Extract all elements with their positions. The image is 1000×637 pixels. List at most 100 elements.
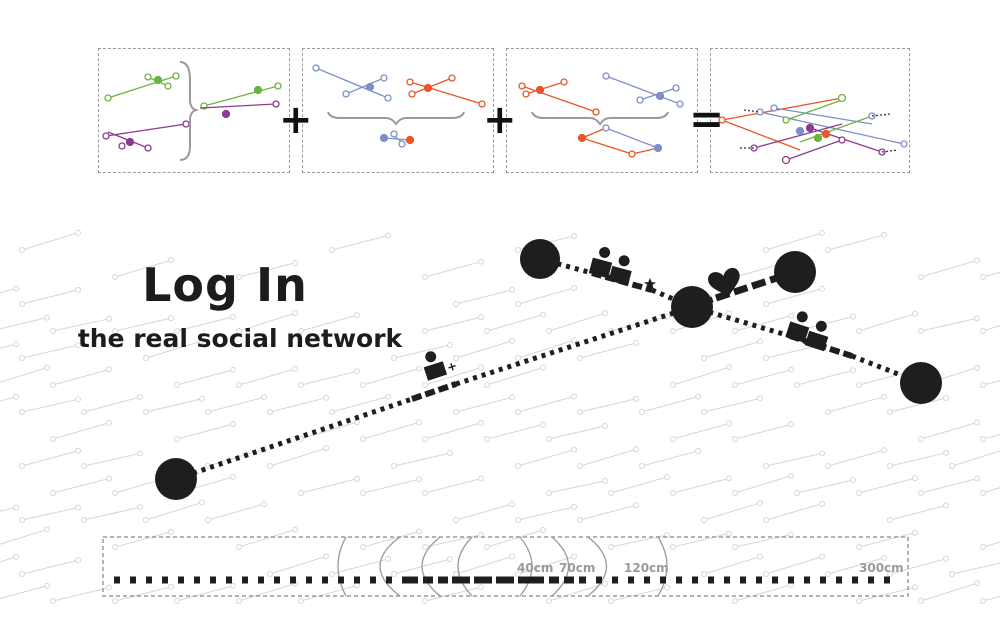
grid-node bbox=[664, 584, 670, 591]
grid-link bbox=[672, 533, 730, 548]
grid-node bbox=[670, 490, 676, 496]
grid-node bbox=[50, 436, 56, 442]
grid-node bbox=[974, 419, 980, 426]
grid-node bbox=[168, 583, 174, 590]
page-subtitle: the real social network bbox=[77, 324, 403, 353]
grid-link bbox=[486, 314, 544, 332]
grid-node bbox=[19, 517, 25, 523]
grid-node bbox=[236, 328, 242, 334]
plus-sign-1: + bbox=[279, 97, 313, 143]
grid-node bbox=[918, 490, 924, 496]
grid-node bbox=[980, 382, 986, 388]
grid-node bbox=[546, 598, 552, 604]
grid-link bbox=[0, 507, 17, 512]
grid-link bbox=[982, 433, 1000, 440]
grid-link bbox=[0, 317, 48, 330]
grid-link bbox=[424, 478, 482, 494]
grid-node bbox=[106, 475, 112, 482]
grid-node bbox=[608, 490, 614, 496]
grid-node bbox=[509, 501, 515, 508]
grid-node bbox=[385, 555, 391, 562]
couple-icon bbox=[785, 311, 829, 352]
grid-node bbox=[763, 463, 769, 469]
grid-node bbox=[819, 285, 825, 292]
grid-node bbox=[391, 355, 397, 361]
grid-node bbox=[540, 527, 546, 534]
grid-link bbox=[734, 475, 792, 494]
grid-node bbox=[794, 382, 800, 388]
grid-node bbox=[143, 355, 149, 361]
grid-node bbox=[515, 301, 521, 307]
grid-node bbox=[292, 260, 298, 267]
grid-node bbox=[478, 314, 484, 321]
grid-link bbox=[83, 396, 141, 413]
grid-node bbox=[19, 571, 25, 577]
grid-node bbox=[540, 421, 546, 428]
grid-link bbox=[982, 380, 1000, 386]
scale-label-70: 70cm bbox=[559, 561, 595, 575]
grid-link bbox=[982, 595, 1000, 602]
grid-node bbox=[788, 472, 794, 479]
grid-node bbox=[881, 554, 887, 561]
grid-node bbox=[608, 598, 614, 604]
grid-node bbox=[391, 463, 397, 469]
grid-link bbox=[734, 423, 792, 440]
grid-node bbox=[757, 553, 763, 560]
grid-link bbox=[765, 232, 823, 251]
grid-node bbox=[577, 463, 583, 469]
grid-link bbox=[238, 312, 296, 332]
grid-link bbox=[672, 477, 730, 494]
grid-node bbox=[726, 364, 732, 371]
grid-link bbox=[114, 531, 172, 548]
equals-sign: = bbox=[689, 94, 725, 143]
grid-node bbox=[168, 315, 174, 322]
grid-node bbox=[788, 366, 794, 373]
grid-node bbox=[819, 553, 825, 560]
grid-node bbox=[509, 337, 515, 344]
grid-link bbox=[83, 452, 141, 467]
grid-node bbox=[633, 446, 639, 453]
grid-link bbox=[517, 339, 575, 359]
grid-link bbox=[734, 369, 792, 386]
grid-node bbox=[732, 382, 738, 388]
grid-node bbox=[174, 382, 180, 388]
panel-mixed bbox=[506, 48, 698, 173]
grid-node bbox=[856, 382, 862, 388]
grid-link bbox=[517, 395, 575, 413]
grid-node bbox=[75, 342, 81, 349]
grid-node bbox=[422, 598, 428, 604]
grid-node bbox=[360, 490, 366, 496]
grid-link bbox=[920, 478, 978, 494]
grid-link bbox=[548, 425, 606, 440]
grid-node bbox=[298, 490, 304, 496]
grid-link bbox=[734, 315, 792, 332]
grid-link bbox=[176, 369, 234, 386]
grid-node bbox=[980, 274, 986, 280]
grid-link bbox=[982, 325, 1000, 332]
grid-node bbox=[168, 257, 174, 264]
grid-node bbox=[484, 436, 490, 442]
grid-node bbox=[106, 419, 112, 426]
grid-node bbox=[515, 355, 521, 361]
grid-link bbox=[21, 507, 79, 521]
grid-node bbox=[168, 528, 174, 535]
grid-link bbox=[0, 343, 17, 349]
grid-node bbox=[732, 436, 738, 442]
grid-node bbox=[453, 301, 459, 307]
grid-link bbox=[424, 366, 482, 386]
grid-node bbox=[50, 382, 56, 388]
grid-node bbox=[602, 580, 608, 587]
grid-node bbox=[19, 355, 25, 361]
grid-link bbox=[424, 586, 482, 602]
grid-node bbox=[943, 555, 949, 562]
grid-node bbox=[763, 571, 769, 577]
grid-node bbox=[137, 393, 143, 400]
grid-link bbox=[393, 452, 451, 467]
grid-link bbox=[300, 478, 358, 494]
grid-node bbox=[292, 366, 298, 373]
grid-node bbox=[298, 598, 304, 604]
grid-link bbox=[982, 541, 1000, 548]
grid-link bbox=[238, 583, 296, 602]
grid-node bbox=[447, 341, 453, 348]
grid-node bbox=[974, 364, 980, 371]
